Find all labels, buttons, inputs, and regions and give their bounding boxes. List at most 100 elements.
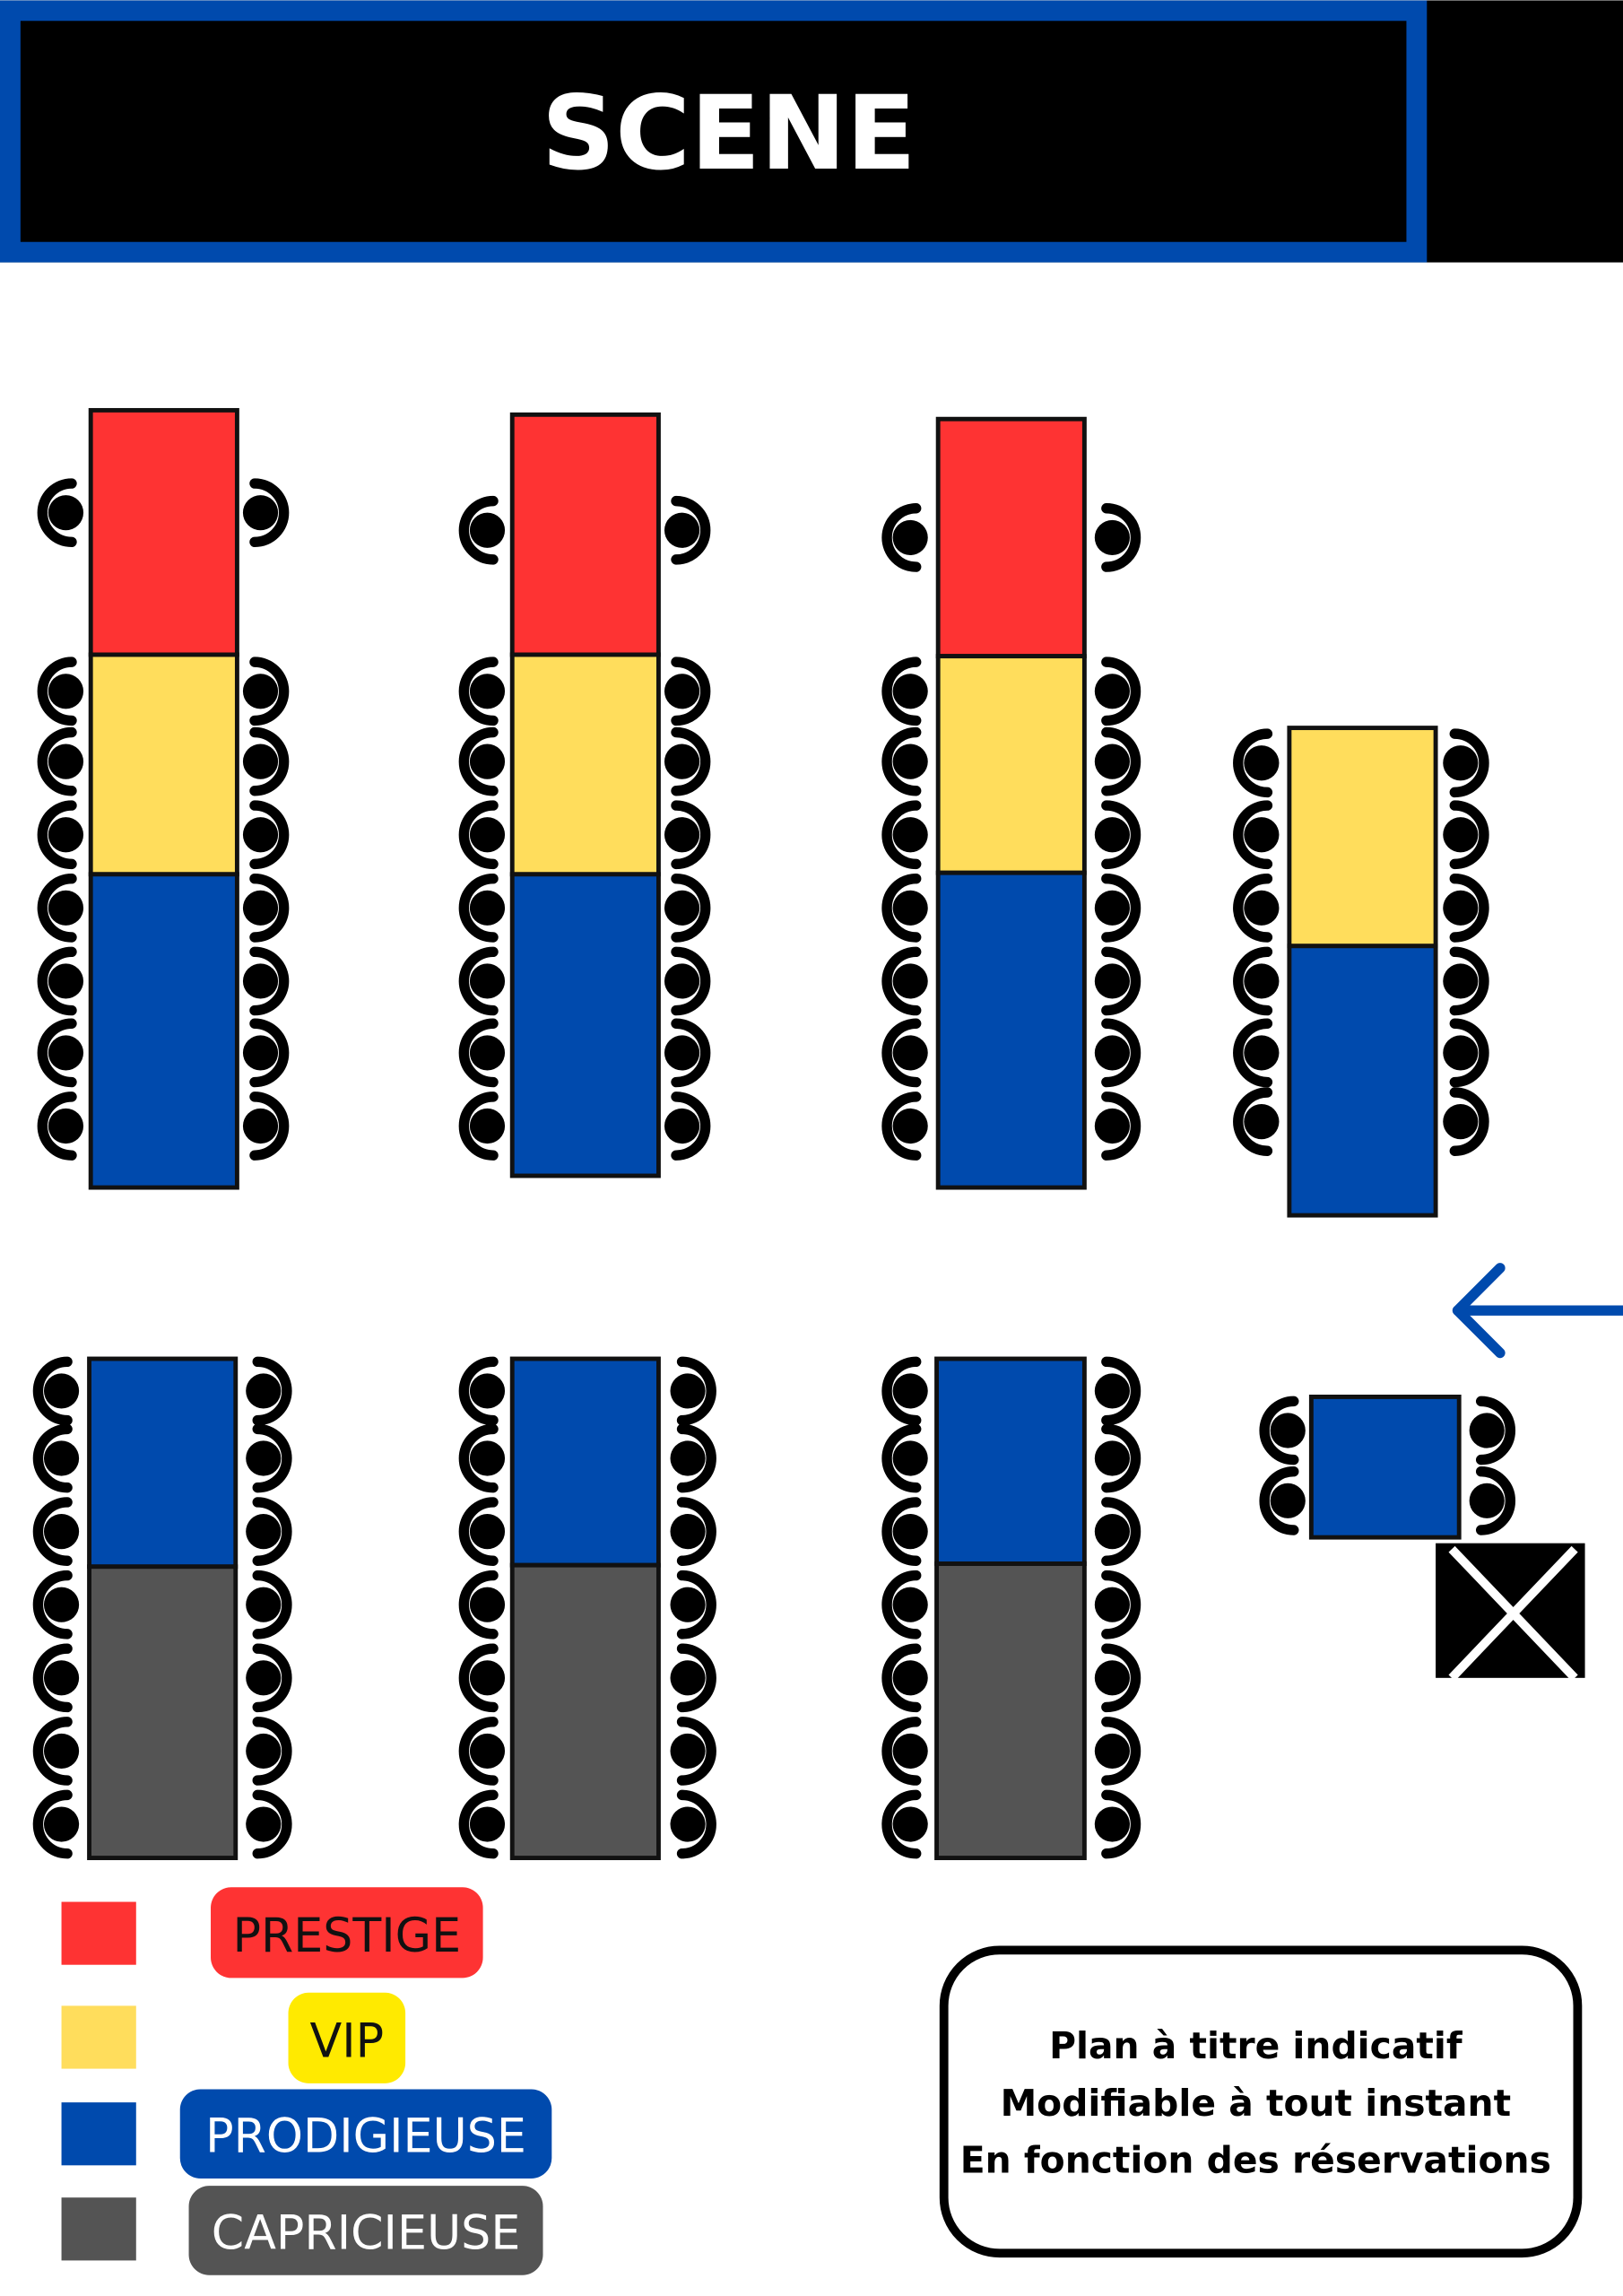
- chair-icon: [664, 657, 711, 726]
- chair-icon: [670, 1789, 716, 1859]
- table-segment-prodigieuse[interactable]: [934, 1356, 1087, 1566]
- chair-icon: [881, 1356, 928, 1426]
- chair-icon: [664, 726, 711, 796]
- chair-icon: [37, 726, 84, 796]
- table-row2-table4[interactable]: [1259, 1395, 1516, 1540]
- table-segment-prestige[interactable]: [509, 412, 661, 657]
- chair-icon: [246, 1423, 292, 1493]
- chair-icon: [1094, 657, 1141, 726]
- table-row1-table2[interactable]: [458, 412, 711, 1178]
- chair-icon: [1233, 946, 1280, 1016]
- chair-icon: [664, 1018, 711, 1088]
- chair-icon: [881, 946, 928, 1016]
- chair-icon: [1443, 946, 1489, 1016]
- chair-icon: [1233, 873, 1280, 943]
- legend-pill: [179, 2089, 552, 2179]
- table-segment-vip[interactable]: [935, 654, 1087, 875]
- table-segment-prestige[interactable]: [935, 416, 1087, 659]
- chair-icon: [246, 1643, 292, 1713]
- chair-icon: [881, 873, 928, 943]
- chair-icon: [670, 1497, 716, 1566]
- table-row2-table1[interactable]: [32, 1356, 292, 1861]
- chair-icon: [458, 1018, 506, 1088]
- legend-item-prestige: PRESTIGE: [61, 1887, 483, 1979]
- chair-icon: [246, 1497, 292, 1566]
- chair-icon: [458, 946, 506, 1016]
- chair-icon: [1094, 1423, 1141, 1493]
- table-row2-table3[interactable]: [881, 1356, 1141, 1861]
- table-segment-vip[interactable]: [1287, 726, 1438, 949]
- chair-icon: [37, 657, 84, 726]
- legend-label: PRODIGIEUSE: [205, 2110, 526, 2164]
- chair-icon: [1094, 1717, 1141, 1786]
- table-segment-vip[interactable]: [509, 652, 661, 877]
- chair-icon: [242, 873, 290, 943]
- table-segment-prodigieuse[interactable]: [1308, 1395, 1462, 1540]
- chair-icon: [32, 1423, 80, 1493]
- chair-icon: [246, 1717, 292, 1786]
- chair-icon: [1094, 1497, 1141, 1566]
- chair-icon: [32, 1356, 80, 1426]
- chair-icon: [1094, 1789, 1141, 1859]
- table-segment-capricieuse[interactable]: [934, 1561, 1087, 1861]
- table-segment-prodigieuse[interactable]: [88, 872, 239, 1190]
- chair-icon: [881, 1789, 928, 1859]
- chair-icon: [881, 1643, 928, 1713]
- chair-icon: [242, 726, 290, 796]
- chair-icon: [37, 873, 84, 943]
- chair-icon: [881, 1091, 928, 1161]
- chair-icon: [458, 1497, 506, 1566]
- table-segment-vip[interactable]: [88, 652, 239, 877]
- note-line-2: Modifiable à tout instant: [1001, 2082, 1512, 2125]
- chair-icon: [670, 1643, 716, 1713]
- chair-icon: [458, 495, 506, 565]
- table-segment-prodigieuse[interactable]: [1287, 944, 1438, 1218]
- chair-icon: [664, 800, 711, 870]
- table-row1-table1[interactable]: [37, 407, 290, 1190]
- chair-icon: [881, 800, 928, 870]
- table-row1-table4[interactable]: [1233, 726, 1489, 1218]
- table-segment-prodigieuse[interactable]: [87, 1356, 239, 1570]
- chair-icon: [458, 1717, 506, 1786]
- note-line-1: Plan à titre indicatif: [1049, 2024, 1463, 2067]
- table-segment-prodigieuse[interactable]: [935, 870, 1087, 1190]
- chair-icon: [37, 1018, 84, 1088]
- chair-icon: [458, 1423, 506, 1493]
- chair-icon: [37, 1091, 84, 1161]
- chair-icon: [1094, 800, 1141, 870]
- chair-icon: [37, 946, 84, 1016]
- chair-icon: [1259, 1396, 1306, 1465]
- chair-icon: [32, 1497, 80, 1566]
- table-row2-table2[interactable]: [458, 1356, 716, 1861]
- table-segment-prestige[interactable]: [88, 407, 239, 657]
- chair-icon: [32, 1789, 80, 1859]
- chair-icon: [242, 946, 290, 1016]
- chair-icon: [881, 1717, 928, 1786]
- chair-icon: [1094, 1356, 1141, 1426]
- chair-icon: [37, 800, 84, 870]
- legend-item-capricieuse: CAPRICIEUSE: [61, 2186, 543, 2275]
- legend-swatch: [61, 2005, 136, 2069]
- chair-icon: [242, 478, 290, 548]
- chair-icon: [881, 1423, 928, 1493]
- stage: SCENE: [0, 0, 1623, 263]
- chair-icon: [1233, 1018, 1280, 1088]
- chair-icon: [458, 1789, 506, 1859]
- chair-icon: [1443, 728, 1489, 798]
- chair-icon: [881, 503, 928, 572]
- chair-icon: [1094, 1643, 1141, 1713]
- table-segment-prodigieuse[interactable]: [509, 872, 661, 1178]
- chair-icon: [242, 657, 290, 726]
- chair-icon: [1094, 1091, 1141, 1161]
- chair-icon: [670, 1356, 716, 1426]
- chair-icon: [881, 1018, 928, 1088]
- chair-icon: [458, 657, 506, 726]
- chair-icon: [1094, 873, 1141, 943]
- table-segment-capricieuse[interactable]: [87, 1564, 239, 1861]
- chair-icon: [881, 657, 928, 726]
- table-row1-table3[interactable]: [881, 416, 1141, 1190]
- table-segment-capricieuse[interactable]: [509, 1562, 661, 1861]
- table-segment-prodigieuse[interactable]: [509, 1356, 661, 1568]
